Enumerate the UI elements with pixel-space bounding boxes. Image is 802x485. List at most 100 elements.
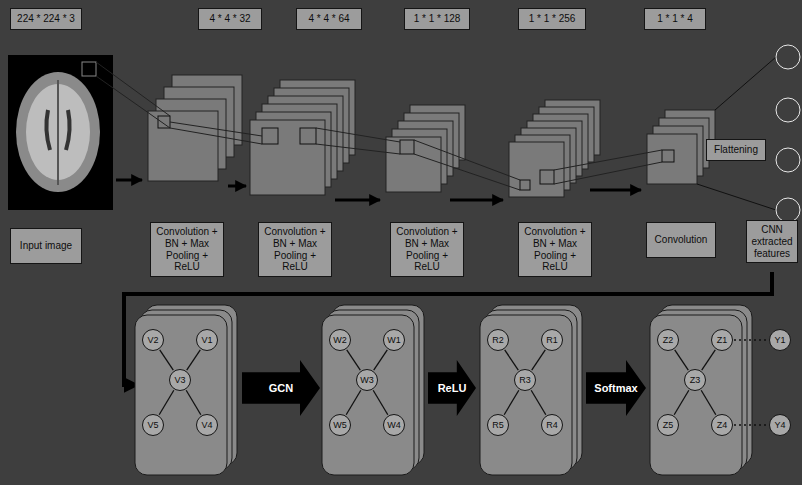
node-label: R1 [546,335,558,346]
graph-card-stack [135,305,752,475]
dimension-label: 4 * 4 * 64 [296,8,362,30]
graph-vertex: V2 [142,329,164,351]
dimension-label: 1 * 1 * 4 [644,8,706,30]
layer-label: Convolution + BN + Max Pooling + ReLU [390,222,464,277]
layer-label: Convolution [646,222,716,258]
graph-vertex: R4 [541,414,563,436]
flow-arrow [116,180,641,200]
node-label: Z4 [717,420,728,431]
layer-label: Flattening [706,139,766,161]
projection-line [170,122,262,144]
node-label: R5 [492,420,504,431]
node-label: W1 [387,335,401,346]
node-label: Y4 [774,420,785,431]
node-label: CNN extracted features [750,224,794,259]
graph-vertex: Z3 [684,369,706,391]
projection-line [316,128,400,154]
dimension-label: 4 * 4 * 32 [198,8,262,30]
node-label: Flattening [714,144,758,156]
node-label: Convolution [655,234,708,246]
graph-edge [674,390,689,414]
graph-vertex: R3 [514,369,536,391]
graph-vertex: W3 [356,369,378,391]
node-label: V2 [147,335,158,346]
node-label: 1 * 1 * 256 [529,13,576,25]
node-label: Z3 [690,375,701,386]
node-label: ReLU [438,382,467,395]
node-label: 224 * 224 * 3 [17,13,75,25]
projection-line [554,150,662,184]
node-label: Z1 [717,335,728,346]
block-arrow: ReLU [428,360,476,416]
node-label: 1 * 1 * 128 [414,13,461,25]
node-label: GCN [269,382,293,395]
graph-vertex: R5 [487,414,509,436]
node-label: V3 [174,375,185,386]
output-link [734,424,768,425]
layer-label: Convolution + BN + Max Pooling + ReLU [518,222,592,277]
feature-map-stack [386,105,465,192]
graph-vertex: V5 [142,414,164,436]
node-label: Convolution + BN + Max Pooling + ReLU [262,226,328,273]
feature-map-stack [647,110,715,184]
node-label: 4 * 4 * 32 [209,13,250,25]
node-label: Convolution + BN + Max Pooling + ReLU [154,226,220,273]
block-arrow: GCN [242,360,320,416]
graph-edge [532,350,546,370]
graph-edge [675,350,689,370]
dimension-label: 224 * 224 * 3 [10,8,82,30]
node-label: W3 [360,375,374,386]
graph-vertex: V3 [169,369,191,391]
graph-edge [374,350,388,370]
graph-edge [347,350,361,370]
graph-vertex: W2 [329,329,351,351]
graph-edge [159,390,174,414]
graph-edge [505,350,519,370]
node-label: Z2 [663,335,674,346]
node-label: Input image [20,240,72,252]
layer-label: Convolution + BN + Max Pooling + ReLU [150,222,224,277]
graph-edge [346,390,361,414]
layer-label: CNN extracted features [746,220,798,263]
graph-vertex: Z5 [657,414,679,436]
node-label: Convolution + BN + Max Pooling + ReLU [394,226,460,273]
layer-label: Convolution + BN + Max Pooling + ReLU [258,222,332,277]
node-label: Z5 [663,420,674,431]
node-label: W4 [387,420,401,431]
feature-map-stack [148,75,242,181]
node-label: Convolution + BN + Max Pooling + ReLU [522,226,588,273]
graph-vertex: Z4 [711,414,733,436]
graph-vertex: W5 [329,414,351,436]
feature-map-stack [250,80,355,195]
node-label: V5 [147,420,158,431]
graph-vertex: R2 [487,329,509,351]
dimension-label: 1 * 1 * 256 [518,8,586,30]
graph-edge [504,390,519,414]
graph-vertex: Z1 [711,329,733,351]
node-label: W2 [333,335,347,346]
graph-vertex: W4 [383,414,405,436]
graph-edge [160,350,174,370]
output-vertex: Y1 [769,329,791,351]
graph-edge [702,350,716,370]
graph-vertex: R1 [541,329,563,351]
leader-line [697,57,776,210]
output-vertex: Y4 [769,414,791,436]
graph-vertex: Z2 [657,329,679,351]
graph-vertex: W1 [383,329,405,351]
node-label: V1 [201,335,212,346]
block-arrow: Softmax [586,360,646,416]
node-label: V4 [201,420,212,431]
brain-image [8,55,113,210]
graph-vertex: V1 [196,329,218,351]
node-label: Softmax [594,382,637,395]
node-label: 1 * 1 * 4 [657,13,693,25]
node-label: W5 [333,420,347,431]
node-label: R2 [492,335,504,346]
projection-line [96,62,170,128]
node-label: 4 * 4 * 64 [308,13,349,25]
graph-edge [701,390,716,414]
projection-line [414,140,520,190]
graph-edge [186,390,201,414]
layer-label: Input image [10,228,82,264]
